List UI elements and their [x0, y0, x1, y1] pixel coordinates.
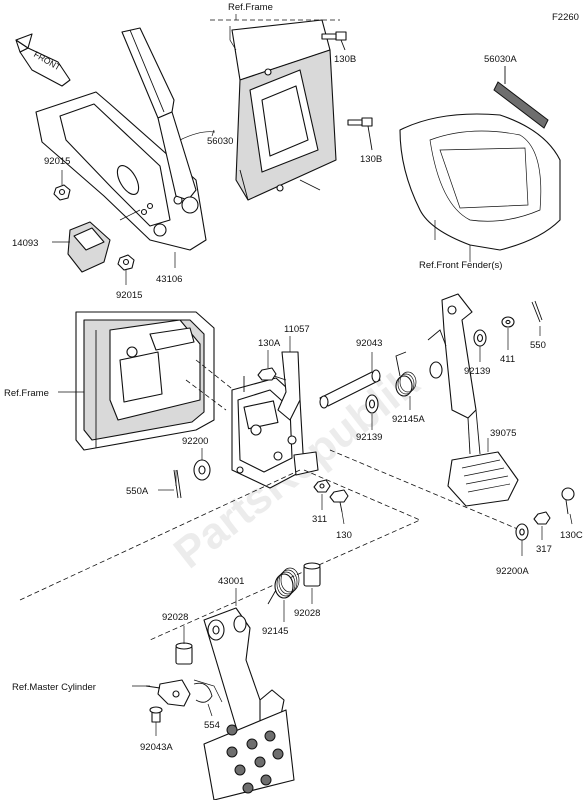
washer-411 — [501, 316, 515, 328]
ref-master-cylinder: Ref.Master Cylinder — [12, 682, 96, 693]
label-92145: 92145 — [262, 626, 288, 637]
label-317: 317 — [536, 544, 552, 555]
frame-top-drawing — [210, 14, 340, 201]
brake-pedal-drawing — [193, 607, 295, 800]
bolt-130 — [329, 489, 349, 513]
front-arrow-icon: FRONT — [15, 33, 71, 87]
pin-92043a — [149, 706, 163, 723]
label-130b-b: 130B — [360, 154, 382, 165]
label-130a: 130A — [258, 338, 281, 349]
washer-92139-center — [365, 394, 379, 414]
bushing-92028-right — [303, 562, 321, 587]
label-92015-a: 92015 — [44, 156, 70, 167]
spring-92145a — [395, 351, 417, 397]
sticker-56030a — [493, 81, 549, 129]
label-550a: 550A — [126, 486, 149, 497]
ref-frame-left: Ref.Frame — [4, 388, 49, 399]
pin-550 — [531, 300, 543, 323]
label-92200: 92200 — [182, 436, 208, 447]
washer-92200a — [515, 523, 529, 541]
frame-left-drawing — [75, 311, 237, 451]
label-56030a: 56030A — [484, 54, 517, 65]
spring-92145 — [267, 567, 300, 605]
bolt-130a — [257, 367, 287, 381]
label-43106: 43106 — [156, 274, 182, 285]
label-56030: 56030 — [207, 136, 233, 147]
master-cylinder-clevis — [145, 679, 213, 707]
pin-550a — [173, 469, 182, 499]
label-92200a: 92200A — [496, 566, 529, 577]
diagram-code: F2260 — [552, 12, 579, 23]
label-39075: 39075 — [490, 428, 516, 439]
nut-92015-bottom — [117, 254, 135, 271]
nut-92015-top — [53, 184, 71, 201]
label-130b-a: 130B — [334, 54, 356, 65]
label-14093: 14093 — [12, 238, 38, 249]
label-311: 311 — [312, 514, 327, 525]
label-92139-a: 92139 — [356, 432, 382, 443]
label-554: 554 — [204, 720, 220, 731]
label-43001: 43001 — [218, 576, 244, 587]
label-130: 130 — [336, 530, 352, 541]
washer-92139-right — [473, 329, 487, 347]
bushing-92028-left — [175, 642, 193, 665]
ref-frame-top: Ref.Frame — [228, 2, 273, 13]
label-92139-b: 92139 — [464, 366, 490, 377]
label-92028-b: 92028 — [294, 608, 320, 619]
label-11057: 11057 — [284, 324, 310, 335]
label-92015-b: 92015 — [116, 290, 142, 301]
bolt-130c — [561, 487, 575, 515]
label-92043: 92043 — [356, 338, 382, 349]
washer-317 — [533, 511, 551, 525]
label-92145a: 92145A — [392, 414, 425, 425]
front-fender-drawing — [399, 113, 561, 262]
link-11057 — [277, 351, 301, 421]
ref-front-fender: Ref.Front Fender(s) — [419, 260, 502, 271]
bolt-130b-mid — [347, 117, 373, 151]
label-92028-a: 92028 — [162, 612, 188, 623]
washer-92200 — [193, 459, 211, 481]
parking-brake-lever-drawing — [35, 27, 216, 251]
accelerator-pedal-drawing — [427, 293, 519, 507]
shaft-92043 — [319, 369, 381, 409]
label-550: 550 — [530, 340, 546, 351]
bolt-130b-top — [321, 31, 347, 51]
label-411: 411 — [500, 354, 515, 365]
nut-311 — [313, 479, 331, 493]
label-92043a: 92043A — [140, 742, 173, 753]
label-130c: 130C — [560, 530, 583, 541]
cover-14093 — [67, 221, 111, 273]
